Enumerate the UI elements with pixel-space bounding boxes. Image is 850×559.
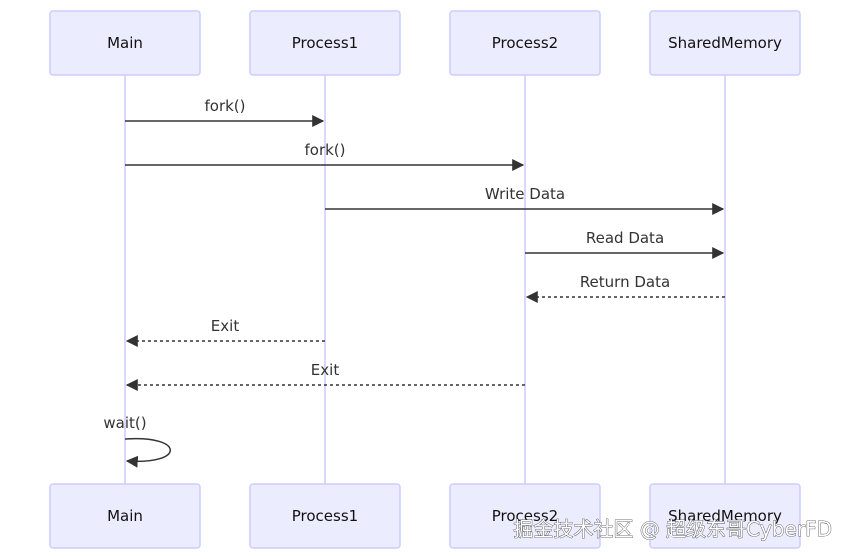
actor-box	[249, 483, 401, 549]
actor-main-top: Main	[49, 10, 201, 76]
actor-label: SharedMemory	[668, 507, 782, 525]
actor-box	[49, 10, 201, 76]
actor-label: SharedMemory	[668, 34, 782, 52]
watermark-text: 掘金技术社区 @ 超级东哥CyberFD	[513, 517, 832, 541]
message-label: Read Data	[586, 229, 664, 247]
message-label: wait()	[103, 414, 146, 432]
actor-box	[449, 483, 601, 549]
message-label: Write Data	[485, 185, 565, 203]
actor-box	[649, 10, 801, 76]
message-3: Write Data	[325, 185, 725, 215]
actor-process2-top: Process2	[449, 10, 601, 76]
message-label: fork()	[204, 97, 245, 115]
message-label: fork()	[304, 141, 345, 159]
message-1: fork()	[125, 97, 325, 127]
message-label: Exit	[211, 317, 240, 335]
message-label: Return Data	[580, 273, 670, 291]
lifelines	[124, 75, 726, 484]
actor-box	[649, 483, 801, 549]
actor-process2-bottom: Process2	[449, 483, 601, 549]
actor-label: Main	[107, 34, 143, 52]
actor-shared-bottom: SharedMemory	[649, 483, 801, 549]
message-5: Return Data	[525, 273, 725, 303]
message-7: Exit	[125, 361, 525, 391]
actor-box	[449, 10, 601, 76]
actor-process1-top: Process1	[249, 10, 401, 76]
message-4: Read Data	[525, 229, 725, 259]
message-6: Exit	[125, 317, 325, 347]
actor-main-bottom: Main	[49, 483, 201, 549]
actor-box	[249, 10, 401, 76]
message-8: wait()	[103, 414, 171, 468]
actors-top: Main Process1 Process2 SharedMemory	[49, 10, 801, 76]
message-label: Exit	[311, 361, 340, 379]
actor-process1-bottom: Process1	[249, 483, 401, 549]
actor-label: Process1	[292, 34, 358, 52]
actor-label: Process2	[492, 507, 558, 525]
actor-label: Process1	[292, 507, 358, 525]
actor-box	[49, 483, 201, 549]
message-2: fork()	[125, 141, 525, 171]
actor-shared-top: SharedMemory	[649, 10, 801, 76]
actors-bottom: Main Process1 Process2 SharedMemory	[49, 483, 801, 549]
message-arrow	[124, 437, 171, 468]
actor-label: Main	[107, 507, 143, 525]
actor-label: Process2	[492, 34, 558, 52]
